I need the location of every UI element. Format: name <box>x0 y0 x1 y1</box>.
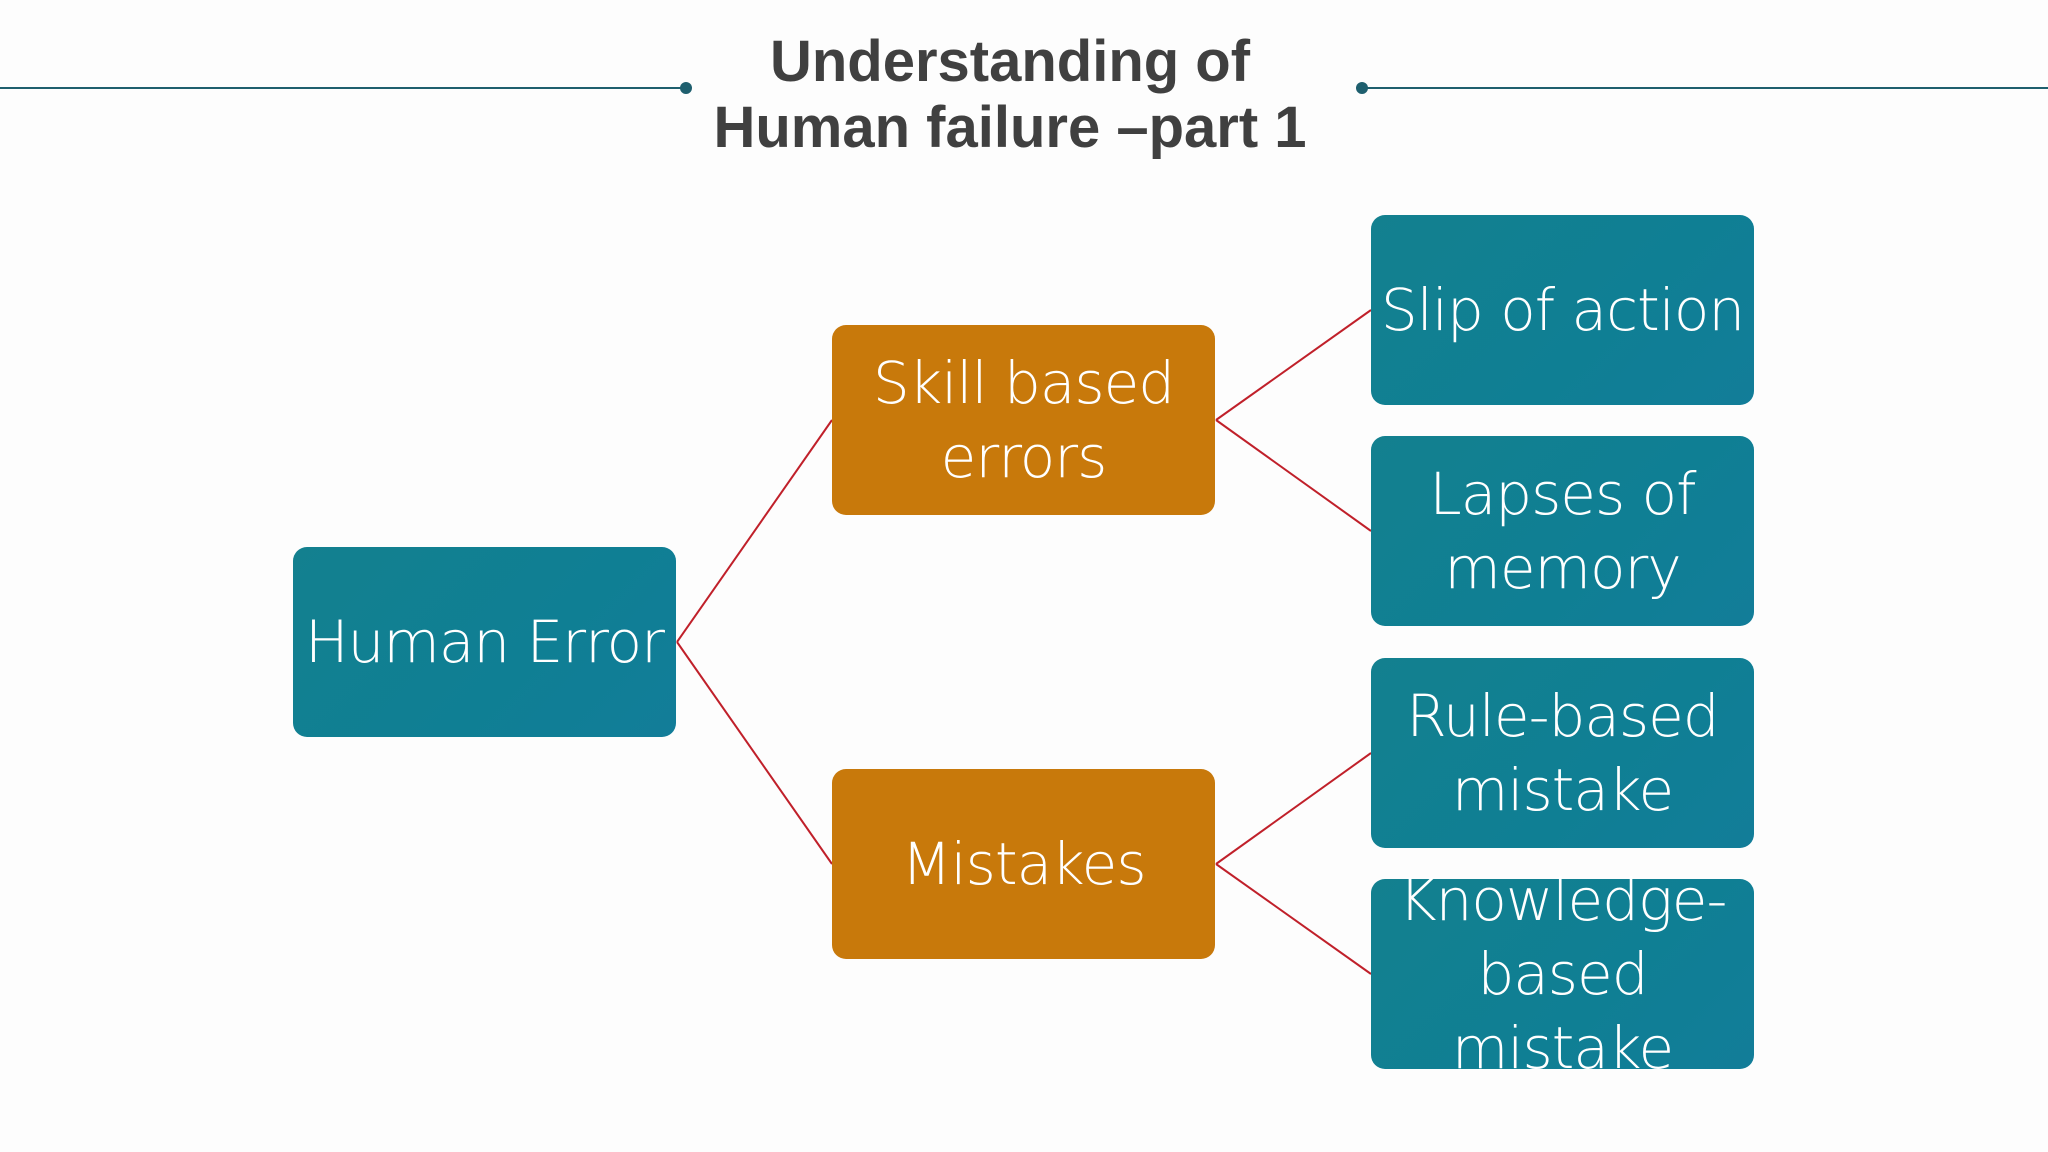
node-lapses-of-memory-label: Lapses of memory <box>1429 460 1696 602</box>
connector-mistakes-knowledge <box>1215 863 1372 975</box>
node-knowledge-based-mistake: Knowledge-based mistake <box>1371 866 1754 1082</box>
node-skill-based-errors-label: Skill based errors <box>872 349 1175 491</box>
node-rule-based-mistake-label: Rule-based mistake <box>1406 682 1719 824</box>
node-lapses-of-memory: Lapses of memory <box>1371 436 1754 626</box>
node-knowledge-based-mistake-label: Knowledge-based mistake <box>1398 866 1728 1082</box>
slide-title-line-2: Human failure –part 1 <box>713 95 1307 160</box>
title-rule-left <box>0 87 686 89</box>
connector-skill-lapses <box>1215 419 1372 532</box>
connector-skill-slip <box>1215 309 1372 421</box>
node-slip-of-action-label: Slip of action <box>1380 276 1745 344</box>
title-rule-left-dot <box>680 82 692 94</box>
title-rule-right-dot <box>1356 82 1368 94</box>
connector-root-mistakes <box>676 641 833 865</box>
title-rule-right <box>1362 87 2048 89</box>
node-human-error-label: Human Error <box>304 608 665 676</box>
node-mistakes: Mistakes <box>832 769 1215 959</box>
node-rule-based-mistake: Rule-based mistake <box>1371 658 1754 848</box>
node-slip-of-action: Slip of action <box>1371 215 1754 405</box>
node-mistakes-label: Mistakes <box>901 830 1146 898</box>
connector-mistakes-rule <box>1215 752 1372 865</box>
node-skill-based-errors: Skill based errors <box>832 325 1215 515</box>
connector-root-skill <box>676 419 833 643</box>
node-human-error: Human Error <box>293 547 676 737</box>
slide-title-line-1: Understanding of <box>769 29 1251 94</box>
